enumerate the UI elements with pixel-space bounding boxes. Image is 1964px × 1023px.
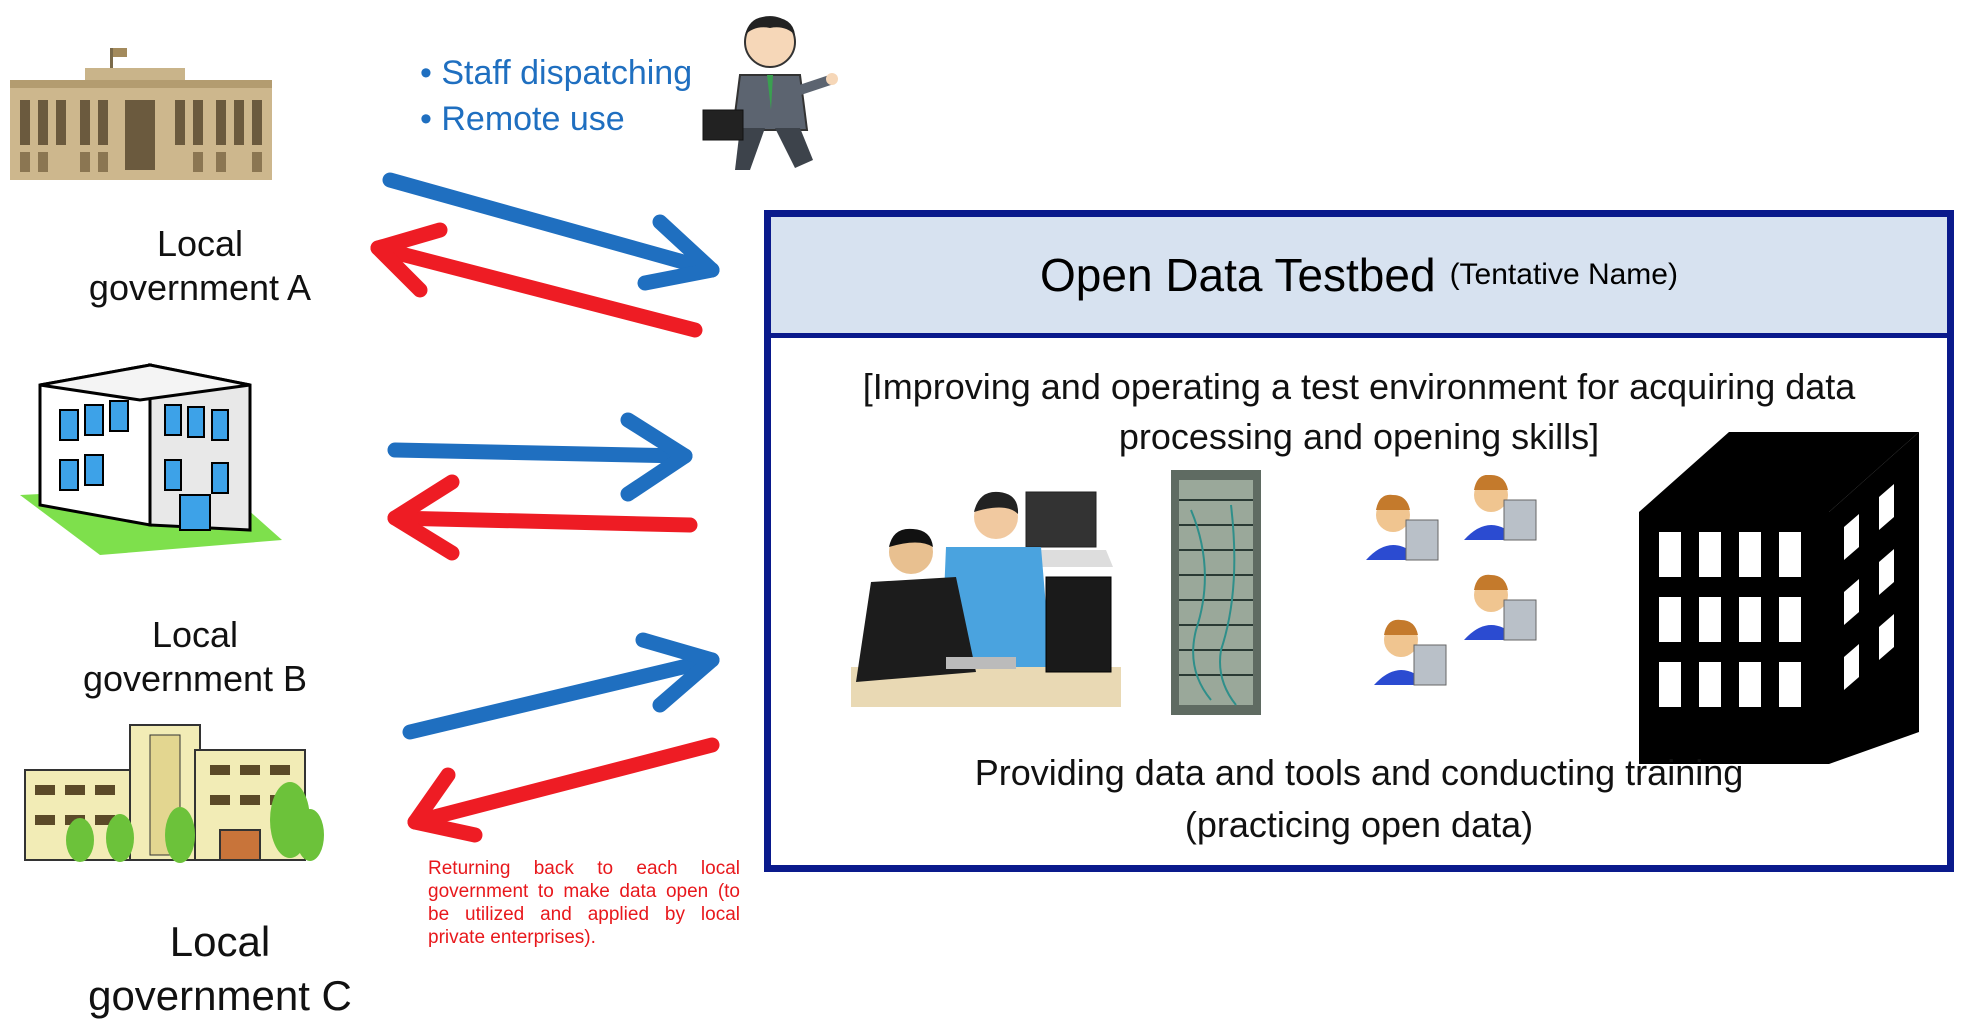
return-arrow-b	[387, 474, 698, 561]
government-c-label: Local government C	[88, 918, 352, 1019]
government-a-building-icon	[10, 48, 272, 180]
user-3	[1464, 574, 1537, 641]
testbed-footer-line1: Providing data and tools and conducting …	[974, 752, 1744, 793]
office-workers-icon	[851, 491, 1121, 707]
user-2	[1464, 475, 1537, 541]
government-b-building-icon	[20, 363, 282, 555]
testbed-title: Open Data Testbed	[1040, 249, 1436, 301]
dispatch-methods-list: Staff dispatching Remote use	[420, 50, 692, 142]
user-4	[1374, 619, 1447, 686]
dispatch-arrow-b	[387, 412, 693, 502]
testbed-footer: Providing data and tools and conducting …	[771, 747, 1947, 851]
return-arrow-a	[370, 222, 703, 338]
testbed-box: Open Data Testbed (Tentative Name) [Impr…	[764, 210, 1954, 872]
dispatch-method-item: Staff dispatching	[420, 50, 692, 96]
user-1	[1366, 494, 1439, 561]
government-b-label: Local government B	[82, 614, 308, 699]
office-building-icon	[1639, 432, 1919, 764]
dispatch-arrow-c	[402, 632, 720, 740]
return-arrow-c	[407, 737, 720, 843]
dispatch-arrow-a	[382, 172, 720, 291]
testbed-description: [Improving and operating a test environm…	[862, 366, 1856, 457]
businessman-icon	[702, 16, 838, 170]
testbed-footer-line2: (practicing open data)	[1184, 804, 1534, 845]
testbed-subtitle: (Tentative Name)	[1449, 258, 1678, 291]
users-at-computers-icon	[1366, 475, 1537, 686]
government-a-label: Local government A	[88, 223, 312, 308]
testbed-header: Open Data Testbed (Tentative Name)	[771, 217, 1947, 338]
government-c-building-icon	[24, 724, 324, 863]
dispatch-method-item: Remote use	[420, 96, 692, 142]
return-note: Returning back to each local government …	[428, 858, 740, 948]
server-rack-icon	[1171, 470, 1261, 715]
